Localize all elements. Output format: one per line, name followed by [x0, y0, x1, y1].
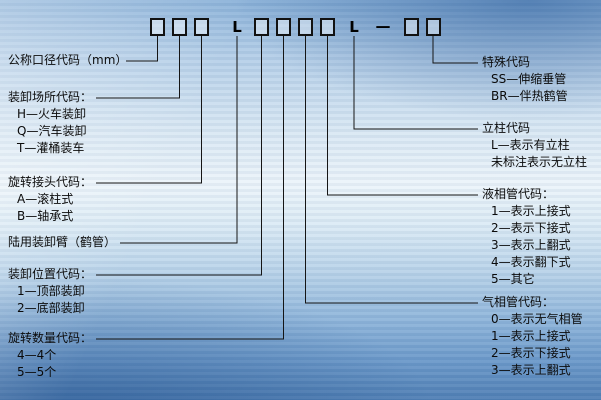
group-item: 1—表示上接式	[491, 204, 571, 218]
label-group-nominal-diameter: 公称口径代码（mm）	[8, 52, 127, 69]
code-box-swivel-joint	[194, 18, 209, 36]
group-item: 未标注表示无立柱	[491, 155, 588, 169]
code-letter-arm: L	[232, 18, 242, 36]
group-item: 4—4个	[17, 348, 57, 362]
code-box-diameter	[150, 18, 165, 36]
group-item: SS—伸缩垂管	[491, 72, 567, 86]
code-letter-column: L	[349, 18, 359, 36]
group-item: 5—其它	[491, 272, 535, 286]
code-box-swivel-count	[276, 18, 291, 36]
group-item: 4—表示翻下式	[491, 255, 571, 269]
leader-line-vapor-line-code	[305, 36, 478, 304]
label-group-vapor-line-code: 气相管代码： 0—表示无气相管 1—表示上接式 2—表示下接式 3—表示上翻式	[482, 294, 583, 379]
group-title: 装卸位置代码：	[8, 267, 93, 281]
group-title: 公称口径代码（mm）	[8, 53, 128, 67]
group-item: BR—伴热鹤管	[491, 89, 568, 103]
group-title: 气相管代码：	[482, 295, 555, 309]
leader-line-loading-position	[96, 36, 262, 276]
group-item: Q—汽车装卸	[17, 124, 87, 138]
group-title: 装卸场所代码：	[8, 90, 93, 104]
label-group-column-code: 立柱代码 L—表示有立柱 未标注表示无立柱	[482, 120, 587, 171]
group-title: 旋转数量代码：	[8, 331, 93, 345]
group-title: 旋转接头代码：	[8, 175, 93, 189]
group-title: 陆用装卸臂（鹤管）	[8, 235, 117, 249]
leader-line-swivel-joint	[96, 36, 202, 184]
group-title: 特殊代码	[482, 55, 531, 69]
group-item: A—滚柱式	[17, 192, 74, 206]
leader-line-land-loading-arm	[120, 36, 238, 244]
code-box-vapor-line	[298, 18, 313, 36]
group-item: 0—表示无气相管	[491, 312, 583, 326]
leader-line-swivel-count	[96, 36, 284, 340]
group-item: 2—表示下接式	[491, 346, 571, 360]
leader-line-special-code	[432, 36, 478, 64]
group-item: 1—顶部装卸	[17, 284, 85, 298]
group-item: H—火车装卸	[17, 107, 87, 121]
leader-line-liquid-line-code	[327, 36, 478, 196]
leader-line-loading-site	[96, 36, 180, 99]
leader-line-nominal-diameter	[126, 36, 158, 62]
code-box-special-1	[404, 18, 419, 36]
group-item: B—轴承式	[17, 209, 74, 223]
group-item: 3—表示上翻式	[491, 238, 571, 252]
label-group-land-loading-arm: 陆用装卸臂（鹤管）	[8, 234, 116, 251]
group-item: 3—表示上翻式	[491, 363, 571, 377]
leader-line-column-code	[353, 36, 478, 130]
group-title: 液相管代码：	[482, 187, 555, 201]
group-item: 2—底部装卸	[17, 301, 85, 315]
code-box-special-2	[426, 18, 441, 36]
code-box-loading-position	[254, 18, 269, 36]
group-title: 立柱代码	[482, 121, 531, 135]
group-item: T—灌桶装车	[17, 141, 85, 155]
code-separator-dash: —	[375, 17, 391, 35]
code-box-liquid-line	[320, 18, 335, 36]
group-item: L—表示有立柱	[491, 138, 570, 152]
group-item: 2—表示下接式	[491, 221, 571, 235]
group-item: 1—表示上接式	[491, 329, 571, 343]
label-group-loading-site: 装卸场所代码： H—火车装卸 Q—汽车装卸 T—灌桶装车	[8, 89, 92, 157]
label-group-swivel-joint: 旋转接头代码： A—滚柱式 B—轴承式	[8, 174, 92, 225]
label-group-swivel-count: 旋转数量代码： 4—4个 5—5个	[8, 330, 92, 381]
label-group-special-code: 特殊代码 SS—伸缩垂管 BR—伴热鹤管	[482, 54, 568, 105]
code-box-loading-site	[172, 18, 187, 36]
label-group-loading-position: 装卸位置代码： 1—顶部装卸 2—底部装卸	[8, 266, 92, 317]
label-group-liquid-line-code: 液相管代码： 1—表示上接式 2—表示下接式 3—表示上翻式 4—表示翻下式 5…	[482, 186, 571, 288]
group-item: 5—5个	[17, 365, 57, 379]
